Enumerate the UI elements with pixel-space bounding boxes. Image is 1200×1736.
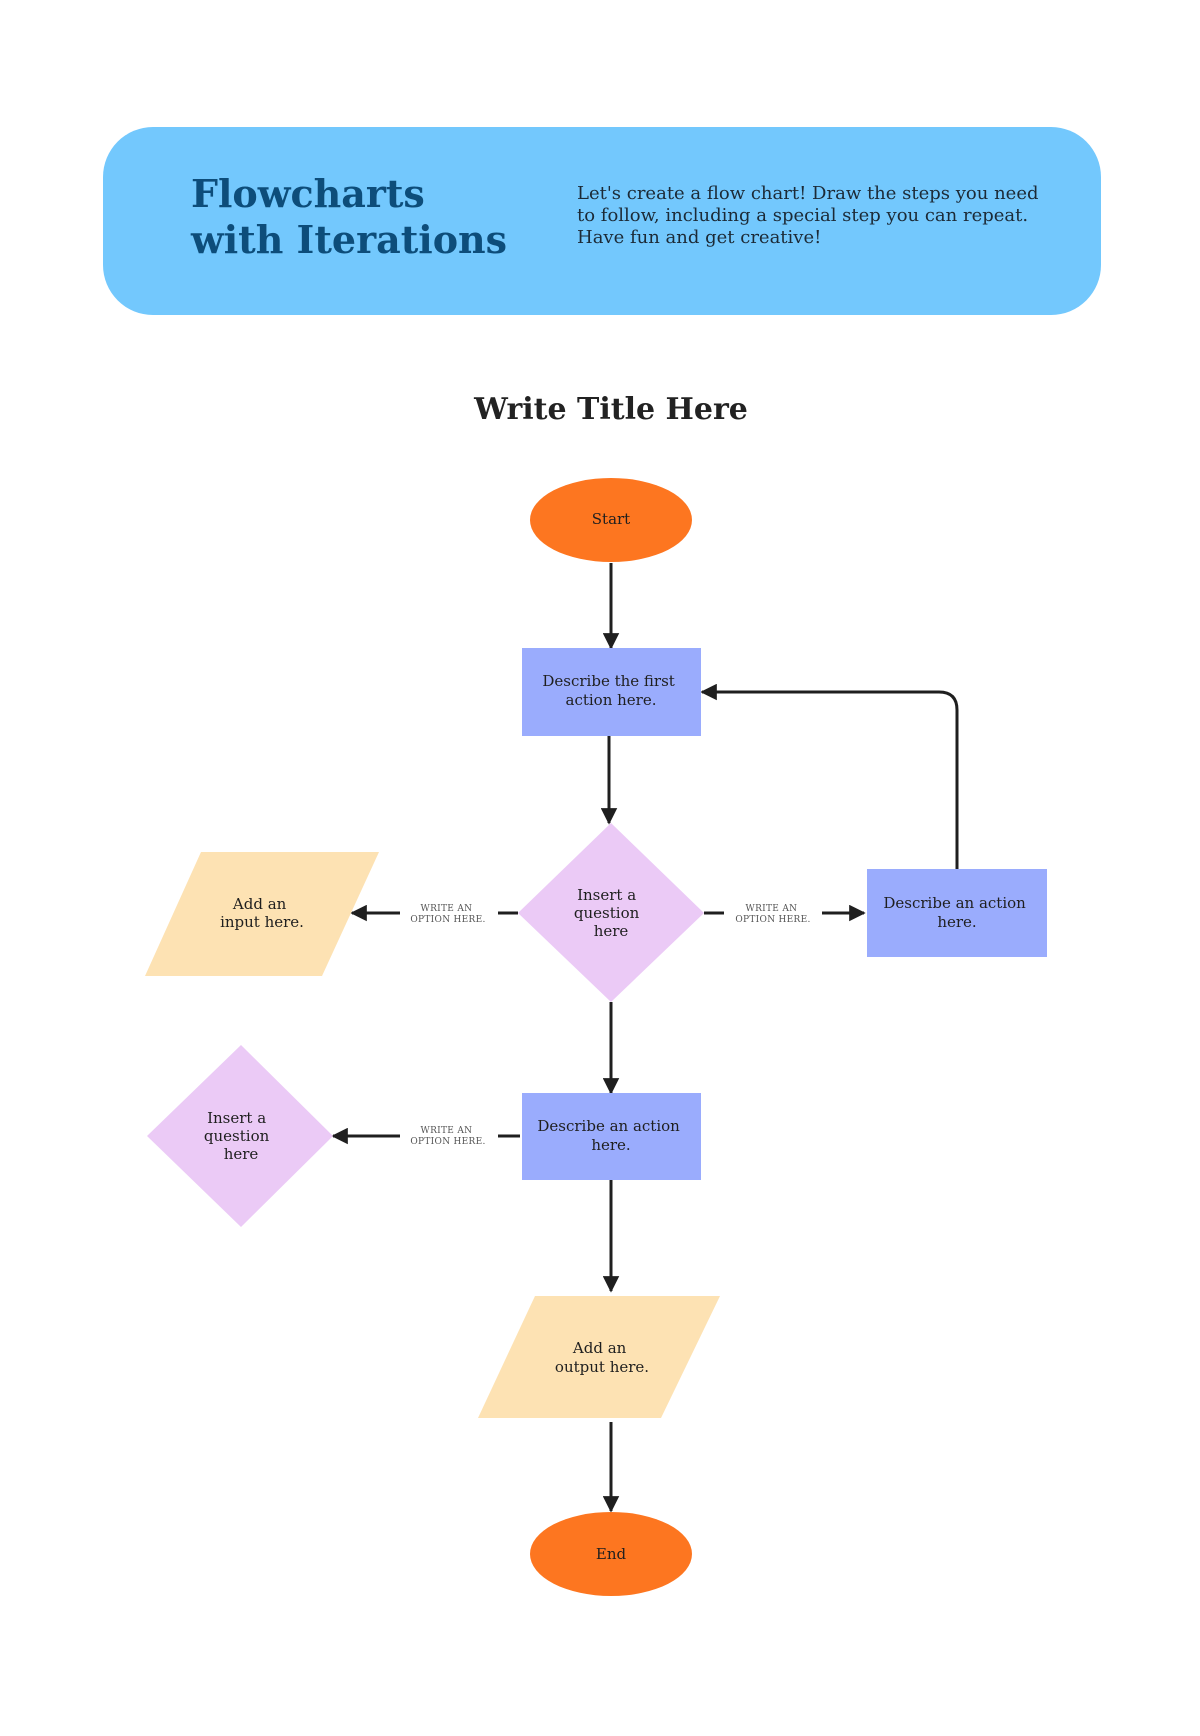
question2-label: Insert a question here (204, 1109, 274, 1163)
output-label: Add an output here. (555, 1339, 649, 1376)
decision-shape (147, 1045, 333, 1227)
question1-label: Insert a question here (574, 886, 644, 940)
input-label: Add an input here. (220, 895, 304, 931)
action2-node: Describe an action here. (522, 1093, 701, 1180)
io-shape (478, 1296, 720, 1418)
diagram-title: Write Title Here (474, 392, 748, 427)
edge-label-q1-left: WRITE AN OPTION HERE. (410, 904, 485, 925)
output-node: Add an output here. (478, 1296, 720, 1418)
start-node: Start (530, 478, 692, 562)
header-description: Let's create a flow chart! Draw the step… (577, 183, 1039, 248)
action-right-node: Describe an action here. (867, 869, 1047, 957)
terminal-shape (530, 1512, 692, 1596)
question2-node: Insert a question here (147, 1045, 333, 1227)
process-shape (867, 869, 1047, 957)
action2-label: Describe an action here. (537, 1117, 684, 1154)
end-node: End (530, 1512, 692, 1596)
terminal-shape (530, 478, 692, 562)
edges (331, 563, 959, 1513)
action1-label: Describe the first action here. (542, 672, 679, 709)
process-shape (522, 648, 701, 736)
header-title: Flowcharts with Iterations (191, 171, 508, 262)
edge-label-a2-left: WRITE AN OPTION HERE. (410, 1126, 485, 1147)
process-shape (522, 1093, 701, 1180)
end-label: End (596, 1545, 627, 1563)
edge-label-q1-right: WRITE AN OPTION HERE. (735, 904, 810, 925)
start-label: Start (592, 510, 630, 528)
question1-node: Insert a question here (518, 823, 704, 1002)
action-right-label: Describe an action here. (883, 894, 1030, 931)
edge-loop-back (700, 683, 959, 869)
io-shape (145, 852, 379, 976)
header-banner: Flowcharts with Iterations Let's create … (103, 127, 1101, 315)
input-node: Add an input here. (145, 852, 379, 976)
decision-shape (518, 823, 704, 1002)
action1-node: Describe the first action here. (522, 648, 701, 736)
